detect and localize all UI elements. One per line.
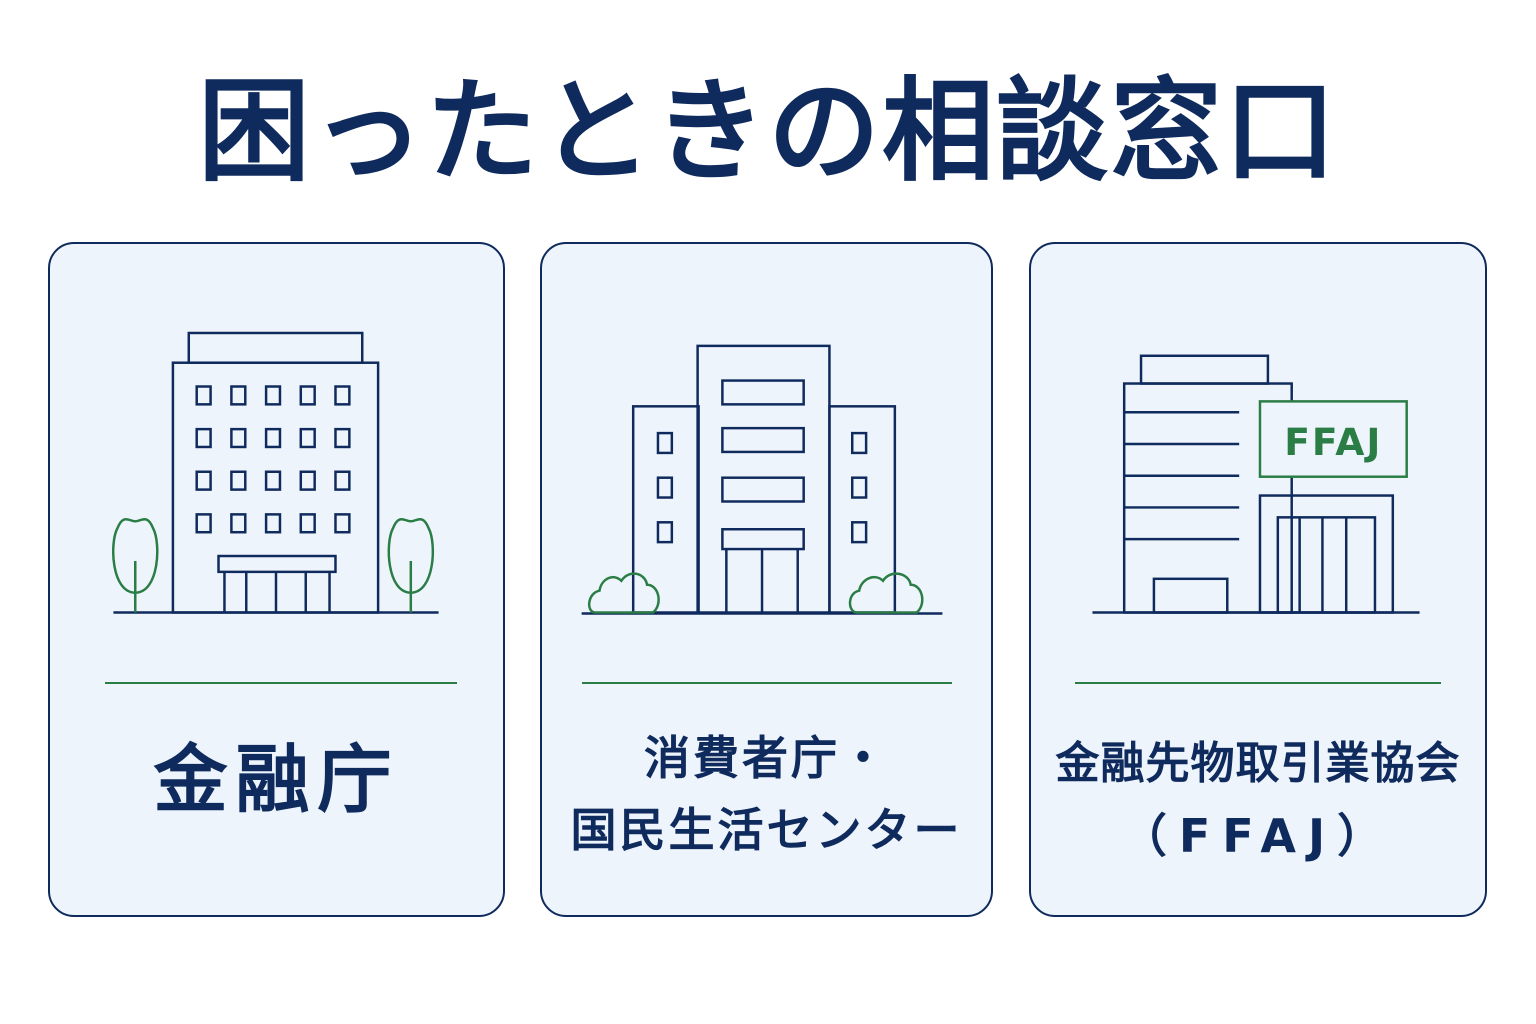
card-label-fsa: 金融庁 [50, 732, 503, 828]
card-label-line: 消費者庁・ [644, 731, 889, 785]
association-building-with-sign-icon: FFAJ [1092, 354, 1420, 614]
card-divider [1075, 682, 1441, 684]
sign-text: FFAJ [1284, 420, 1382, 464]
card-consumer-affairs: 消費者庁・ 国民生活センター [540, 242, 993, 917]
card-label-line: 国民生活センター [570, 803, 963, 857]
card-label-line: （FFAJ） [1120, 809, 1396, 863]
page-title: 困ったときの相談窓口 [198, 67, 1338, 197]
card-fsa: 金融庁 [48, 242, 505, 917]
card-label-line: 金融先物取引業協会 [1055, 738, 1461, 789]
card-divider [105, 682, 457, 684]
card-ffaj: FFAJ 金融先物取引業協会 （FFAJ） [1029, 242, 1487, 917]
government-building-with-bushes-icon [581, 344, 943, 615]
office-building-with-trees-icon [112, 331, 439, 614]
card-label-consumer-affairs: 消費者庁・ 国民生活センター [542, 722, 991, 866]
card-label-line: 金融庁 [153, 737, 400, 823]
card-divider [582, 682, 952, 684]
card-label-ffaj: 金融先物取引業協会 （FFAJ） [1031, 728, 1485, 872]
